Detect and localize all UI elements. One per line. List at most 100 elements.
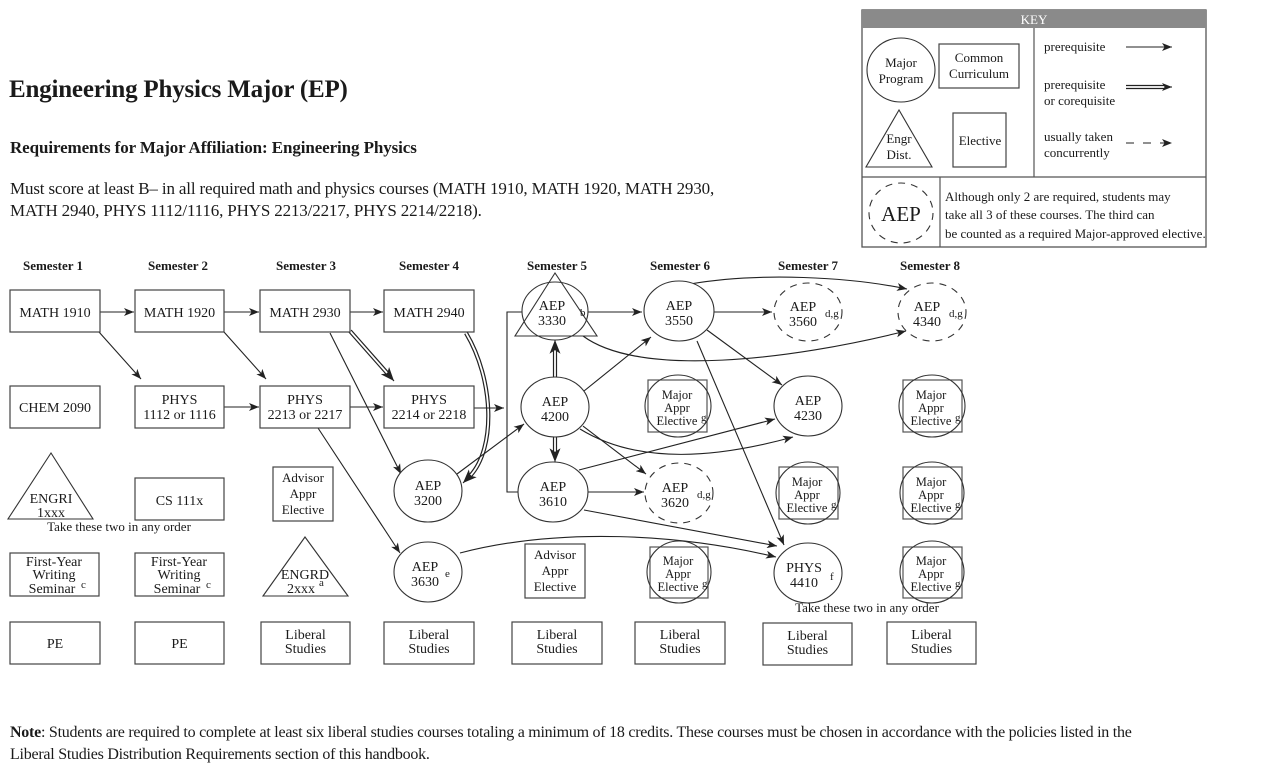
node-liberal-studies-s3: Liberal Studies — [260, 621, 351, 665]
node-label: PHYS — [162, 393, 198, 408]
semester-header: Semester 8 — [900, 258, 961, 273]
key-label: Common — [955, 50, 1004, 65]
node-label: Appr — [290, 486, 317, 501]
key-legend: KEY Major Program Common Curriculum Engr… — [861, 9, 1207, 248]
node-label: Studies — [787, 643, 828, 658]
node-aep4230: AEP 4230 — [773, 375, 843, 437]
node-label: Major — [916, 475, 947, 489]
node-label: 2214 or 2218 — [392, 408, 467, 423]
footnote-marker: d,g — [949, 308, 963, 320]
node-label: Major — [663, 554, 694, 568]
edge-math1910-phys1112 — [98, 331, 142, 380]
node-label: AEP — [539, 299, 566, 314]
node-label: PHYS — [287, 393, 323, 408]
node-label: Elective — [658, 580, 699, 594]
node-first-year-writing-seminar-1: First-Year Writing Seminar c — [9, 552, 100, 597]
key-prerequisite: prerequisite — [1044, 39, 1172, 54]
node-label: PHYS — [786, 561, 822, 576]
node-label: ENGRI — [30, 492, 73, 507]
node-label: Liberal — [911, 628, 952, 643]
node-label: MATH 2940 — [393, 306, 464, 321]
node-chem2090: CHEM 2090 — [9, 385, 101, 429]
key-prereq-or-coreq: prerequisite or corequisite — [1044, 77, 1172, 108]
node-label: Appr — [664, 401, 691, 415]
node-phys4410: PHYS 4410 f — [773, 542, 843, 604]
node-major-appr-elective-s8: Major Appr Elective g — [898, 374, 966, 438]
page-title: Engineering Physics Major (EP) — [9, 76, 348, 103]
note-label: Note — [10, 724, 41, 741]
node-label: AEP — [662, 481, 689, 496]
node-label: Major — [916, 554, 947, 568]
key-label: Although only 2 are required, students m… — [945, 189, 1171, 204]
node-label: 3610 — [539, 495, 567, 510]
edge-aep3550-phys4410 — [696, 340, 785, 546]
key-label: AEP — [881, 202, 921, 226]
node-label: Elective — [911, 414, 952, 428]
node-math1920: MATH 1920 — [134, 289, 225, 333]
key-label: Curriculum — [949, 66, 1009, 81]
edge-math2940-aep3200-head — [462, 469, 477, 484]
node-label: Seminar — [29, 582, 76, 597]
node-label: AEP — [412, 560, 439, 575]
key-title: KEY — [1021, 12, 1048, 27]
node-label: 1xxx — [37, 506, 65, 521]
node-label: 3200 — [414, 494, 442, 509]
key-label: take all 3 of these courses. The third c… — [945, 207, 1155, 222]
common-curriculum-box-icon — [938, 43, 1020, 89]
edge-math2930-phys2214 — [349, 330, 389, 375]
node-label: Studies — [408, 642, 449, 657]
footnote-marker: g — [701, 412, 707, 424]
node-label: Liberal — [660, 628, 701, 643]
key-header — [862, 10, 1206, 28]
footnote-marker: d,g — [697, 489, 711, 501]
node-label: AEP — [914, 300, 941, 315]
footnote-marker: g — [955, 578, 961, 590]
footnote-marker: c — [206, 579, 211, 591]
node-label: Elective — [534, 579, 577, 594]
footnote-marker: b — [580, 307, 586, 319]
key-label: prerequisite — [1044, 77, 1106, 92]
node-label: PHYS — [411, 393, 447, 408]
node-label: Appr — [918, 567, 945, 581]
semester-header: Semester 3 — [276, 258, 337, 273]
requirement-line: MATH 2940, PHYS 1112/1116, PHYS 2213/221… — [10, 201, 482, 220]
elective-box-icon — [952, 112, 1007, 168]
node-label: AEP — [795, 394, 822, 409]
node-label: Liberal — [285, 628, 326, 643]
edges — [98, 276, 908, 559]
semester-header: Semester 4 — [399, 258, 460, 273]
node-cs111x: CS 111x — [134, 477, 225, 521]
key-label: Program — [879, 71, 924, 86]
requirement-paragraph: Must score at least B– in all required m… — [10, 178, 714, 222]
key-label: or corequisite — [1044, 93, 1115, 108]
edge-aep4200-aep3620 — [582, 425, 647, 475]
footnote-marker: g — [831, 499, 837, 511]
node-advisor-appr-elective-s3: Advisor Appr Elective — [272, 466, 334, 522]
semester-header: Semester 2 — [148, 258, 208, 273]
semester-headers: Semester 1 Semester 2 Semester 3 Semeste… — [23, 258, 961, 273]
node-label: CHEM 2090 — [19, 401, 91, 416]
footer-note: Note: Students are required to complete … — [10, 722, 1132, 766]
semester-header: Semester 5 — [527, 258, 588, 273]
take-two-annotation: Take these two in any order — [795, 600, 940, 615]
node-label: Appr — [918, 401, 945, 415]
node-label: 2xxx — [287, 582, 315, 597]
semester-header: Semester 6 — [650, 258, 711, 273]
node-label: Writing — [158, 568, 201, 583]
key-optional-course: AEP Although only 2 are required, studen… — [868, 182, 1206, 244]
node-label: Writing — [33, 568, 76, 583]
node-label: 4200 — [541, 410, 569, 425]
node-liberal-studies-s8: Liberal Studies — [886, 621, 977, 665]
node-label: Major — [792, 475, 823, 489]
edge-aep3550-aep4340 — [689, 276, 908, 291]
node-label: PE — [47, 637, 63, 652]
node-label: First-Year — [26, 555, 82, 570]
node-math2940: MATH 2940 — [383, 289, 475, 333]
edge-math1920-phys2213 — [223, 331, 267, 380]
node-phys2214: PHYS 2214 or 2218 — [383, 385, 475, 429]
node-label: Liberal — [537, 628, 578, 643]
footnote-marker: e — [445, 568, 450, 580]
key-common-curriculum: Common Curriculum — [938, 43, 1020, 89]
footnote-marker: g — [702, 578, 708, 590]
